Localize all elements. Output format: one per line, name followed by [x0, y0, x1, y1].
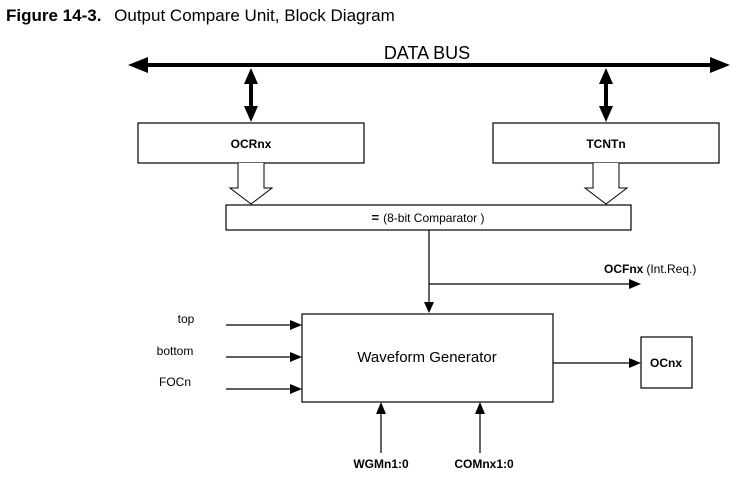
output-pin-box	[640, 336, 693, 389]
tcnt-bus-arrow	[599, 68, 613, 122]
wgm-arrowhead	[376, 402, 386, 414]
data-bus	[128, 57, 730, 73]
com-arrowhead	[475, 402, 485, 414]
waveform-generator-box	[301, 313, 554, 403]
tcnt-to-comparator-arrow	[583, 163, 629, 205]
comparator-box	[225, 204, 632, 231]
comparator-symbol: =	[372, 210, 380, 225]
tcnt-register-box	[492, 122, 720, 164]
waveform-generator-label: Waveform Generator	[357, 349, 497, 366]
input-label-top: top	[178, 312, 195, 326]
ocf-output-label: OCFnx(Int.Req.)	[604, 262, 696, 276]
input-arrowhead-focn	[290, 384, 302, 394]
input-label-focn: FOCn	[159, 375, 191, 389]
figure-title: Output Compare Unit, Block Diagram	[114, 6, 395, 25]
tcnt-register-label: TCNTn	[586, 137, 625, 151]
figure-label: Figure 14-3.	[6, 6, 102, 25]
ocr-register-label: OCRnx	[231, 137, 272, 151]
comparator-to-waveform-arrowhead	[424, 302, 434, 313]
ocr-to-comparator-arrow	[228, 163, 274, 205]
figure-caption: Figure 14-3. Output Compare Unit, Block …	[6, 6, 395, 26]
ocf-name: OCFnx	[604, 262, 644, 276]
input-arrowhead-top	[290, 320, 302, 330]
input-arrowhead-bottom	[290, 352, 302, 362]
output-pin-label: OCnx	[650, 356, 682, 370]
comparator-label: =(8-bit Comparator )	[372, 210, 485, 225]
ocf-arrowhead	[629, 279, 641, 289]
data-bus-label: DATA BUS	[384, 43, 470, 63]
com-signal-label: COMnx1:0	[454, 457, 514, 471]
ocf-note: (Int.Req.)	[646, 262, 696, 276]
wgm-signal-label: WGMn1:0	[353, 457, 409, 471]
ocr-bus-arrow	[244, 68, 258, 122]
waveform-output-arrowhead	[629, 358, 641, 368]
input-label-bottom: bottom	[157, 344, 194, 358]
comparator-text: (8-bit Comparator )	[383, 211, 484, 225]
